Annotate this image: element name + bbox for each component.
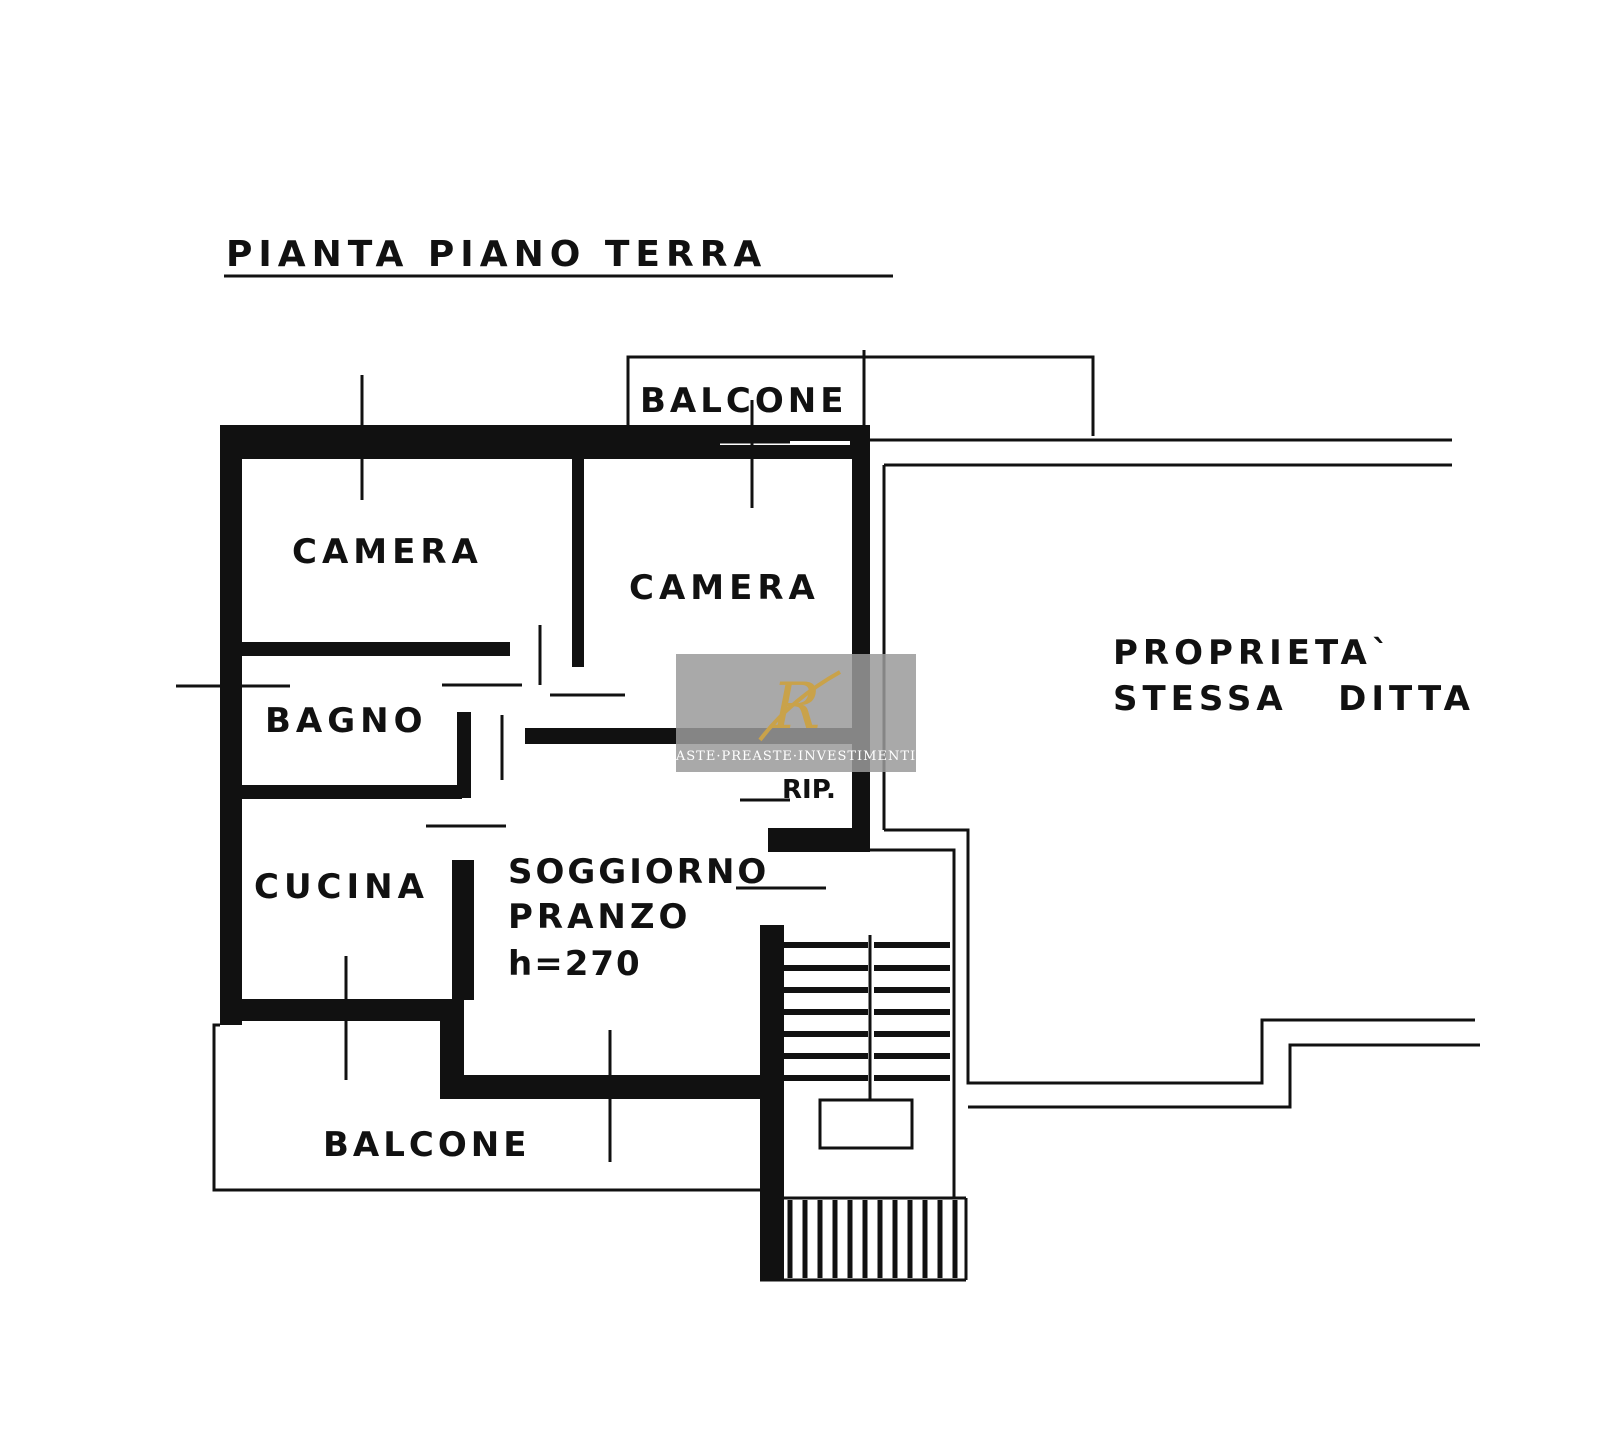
watermark-swoosh-icon [758, 670, 841, 742]
room-label-rip: RIP. [782, 775, 836, 805]
room-label-balcone-bottom: BALCONE [323, 1125, 530, 1165]
watermark-box [676, 654, 916, 772]
window-markers [176, 375, 790, 1162]
neighbor-label-line2: STESSA DITTA [1113, 679, 1475, 719]
watermark-logo: R ASTE·PREASTE·INVESTIMENTI [675, 654, 916, 772]
watermark-caption: ASTE·PREASTE·INVESTIMENTI [675, 749, 916, 764]
landing-treads [772, 1200, 958, 1278]
walls-thin [212, 350, 1480, 1282]
plan-title: PIANTA PIANO TERRA [226, 234, 767, 275]
room-label-balcone-top: BALCONE [640, 381, 847, 421]
room-label-soggiorno: SOGGIORNO [508, 852, 769, 892]
walls-thick [220, 425, 870, 1279]
room-label-pranzo: PRANZO [508, 897, 691, 937]
room-height-label: h=270 [508, 944, 642, 984]
neighbor-label-line1: PROPRIETA` [1113, 633, 1394, 673]
stair-treads [784, 942, 950, 1081]
room-label-camera-right: CAMERA [629, 568, 820, 608]
watermark-monogram: R [771, 670, 820, 744]
room-label-cucina: CUCINA [254, 867, 429, 907]
room-label-bagno: BAGNO [265, 701, 428, 741]
room-label-camera-left: CAMERA [292, 532, 483, 572]
